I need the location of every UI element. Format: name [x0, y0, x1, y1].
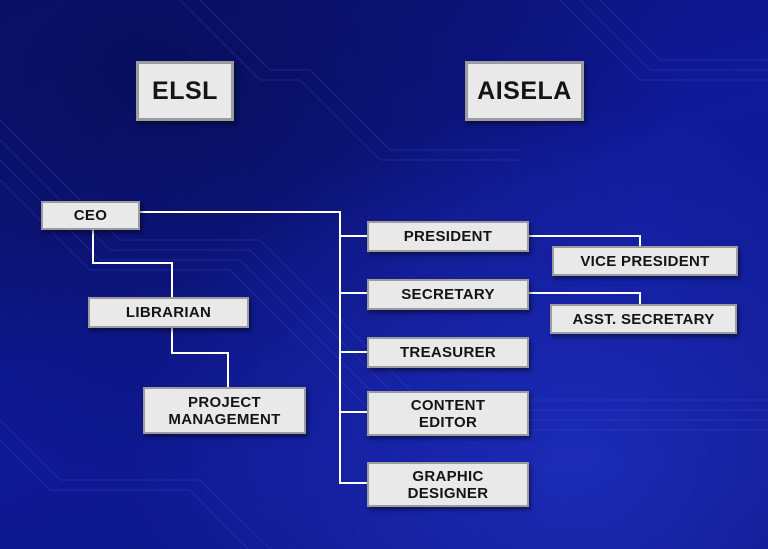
ceo-box: CEO [41, 201, 140, 230]
connector-lines [92, 211, 641, 484]
treasurer-box: TREASURER [367, 337, 529, 368]
elsl-header: ELSL [136, 61, 234, 121]
aisela-header: AISELA [465, 61, 584, 121]
secretary-box: SECRETARY [367, 279, 529, 310]
content-editor-box: CONTENT EDITOR [367, 391, 529, 436]
asst-secretary-box: ASST. SECRETARY [550, 304, 737, 334]
vice-president-box: VICE PRESIDENT [552, 246, 738, 276]
project-management-box: PROJECT MANAGEMENT [143, 387, 306, 434]
graphic-designer-box: GRAPHIC DESIGNER [367, 462, 529, 507]
president-box: PRESIDENT [367, 221, 529, 252]
librarian-box: LIBRARIAN [88, 297, 249, 328]
